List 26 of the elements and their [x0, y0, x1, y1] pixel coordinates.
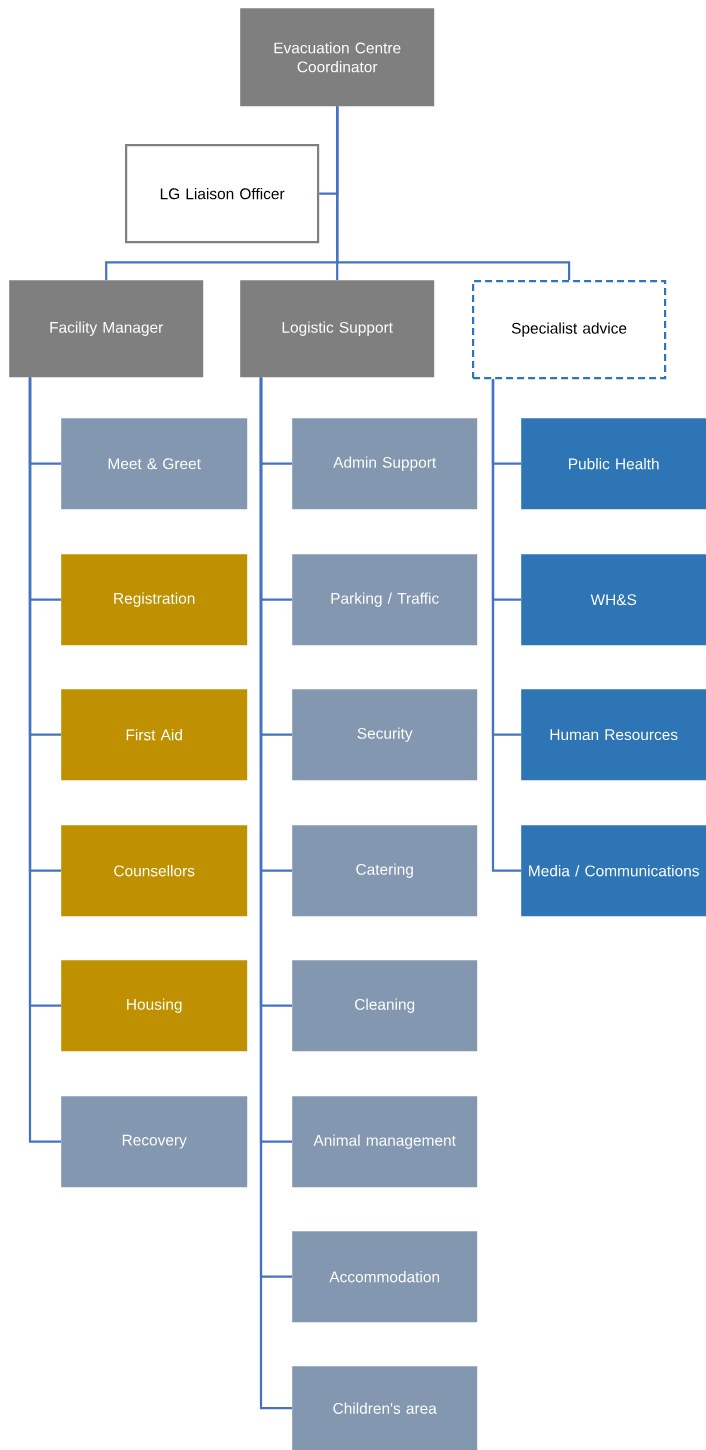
role-box: Admin Support	[292, 418, 478, 510]
role-box: Security	[292, 689, 478, 781]
role-box: Recovery	[61, 1096, 248, 1188]
role-box: Animal management	[292, 1096, 478, 1188]
role-box: Housing	[61, 960, 248, 1052]
role-box: Facility Manager	[9, 280, 204, 378]
role-box: LG Liaison Officer	[125, 144, 320, 244]
role-box: Human Resources	[521, 689, 706, 781]
role-box: Public Health	[521, 418, 706, 510]
role-box: Logistic Support	[240, 280, 435, 378]
connector-line	[491, 379, 521, 872]
role-box: First Aid	[61, 689, 248, 781]
role-box: Registration	[61, 554, 248, 646]
role-box: WH&S	[521, 554, 706, 646]
connector-line	[336, 106, 571, 280]
role-box: Specialist advice	[472, 280, 667, 380]
role-box: Accommodation	[292, 1231, 478, 1323]
role-box: Parking / Traffic	[292, 554, 478, 646]
role-box: Catering	[292, 825, 478, 917]
connector-line	[28, 377, 61, 1143]
role-box: Children's area	[292, 1366, 478, 1450]
role-box: Evacuation Centre Coordinator	[240, 8, 435, 107]
role-box: Cleaning	[292, 960, 478, 1052]
role-box: Meet & Greet	[61, 418, 248, 510]
role-box: Counsellors	[61, 825, 248, 917]
role-box: Media / Communications	[521, 825, 706, 917]
